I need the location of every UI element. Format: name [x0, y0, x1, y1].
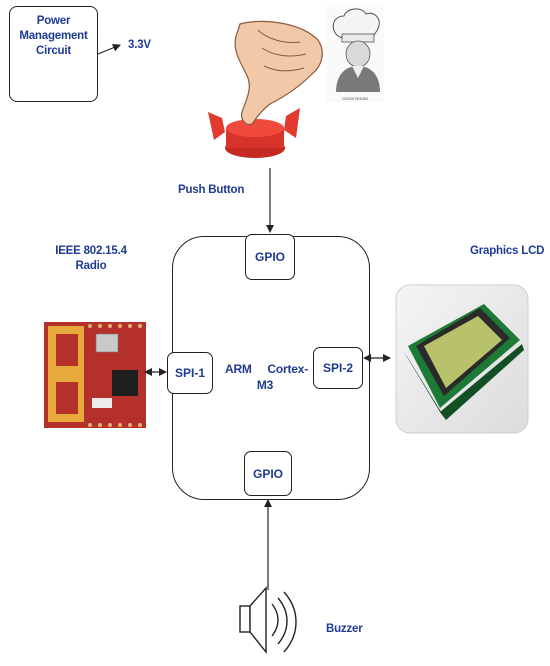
radio-label-line-1: IEEE 802.15.4	[55, 245, 127, 257]
push-button-illustration	[208, 20, 323, 158]
push-button-label: Push Button	[178, 184, 245, 196]
radio-label: IEEE 802.15.4 Radio	[36, 244, 146, 274]
graphics-lcd-label: Graphics LCD	[470, 245, 545, 257]
chef-illustration	[326, 4, 384, 102]
mcu-label: ARM Cortex- M3	[225, 361, 309, 393]
spi-2-port: SPI-2	[313, 347, 363, 389]
radio-label-line-2: Radio	[75, 260, 107, 272]
gpio-top-port: GPIO	[245, 234, 295, 280]
mcu-label-cortex: Cortex-	[267, 362, 309, 376]
spi-1-port: SPI-1	[167, 352, 213, 394]
power-management-box	[9, 6, 98, 102]
buzzer-label: Buzzer	[326, 623, 363, 635]
mcu-label-arm: ARM	[225, 362, 252, 376]
power-line-2: Management	[19, 30, 88, 42]
power-management-label: Power Management Circuit	[9, 14, 98, 59]
power-output-arrow	[97, 43, 121, 55]
mcu-label-line-1: ARM Cortex-	[225, 361, 309, 377]
voltage-output-label: 3.3V	[128, 39, 151, 51]
gpio-bottom-port: GPIO	[244, 451, 292, 496]
graphics-lcd-illustration	[395, 284, 529, 434]
power-line-3: Circuit	[35, 45, 72, 57]
speaker-icon	[239, 586, 297, 654]
chef-caption: COOK ROOM	[342, 96, 367, 101]
power-line-1: Power	[36, 15, 71, 27]
mcu-label-line-2: M3	[256, 378, 274, 392]
radio-module-illustration	[44, 322, 146, 428]
